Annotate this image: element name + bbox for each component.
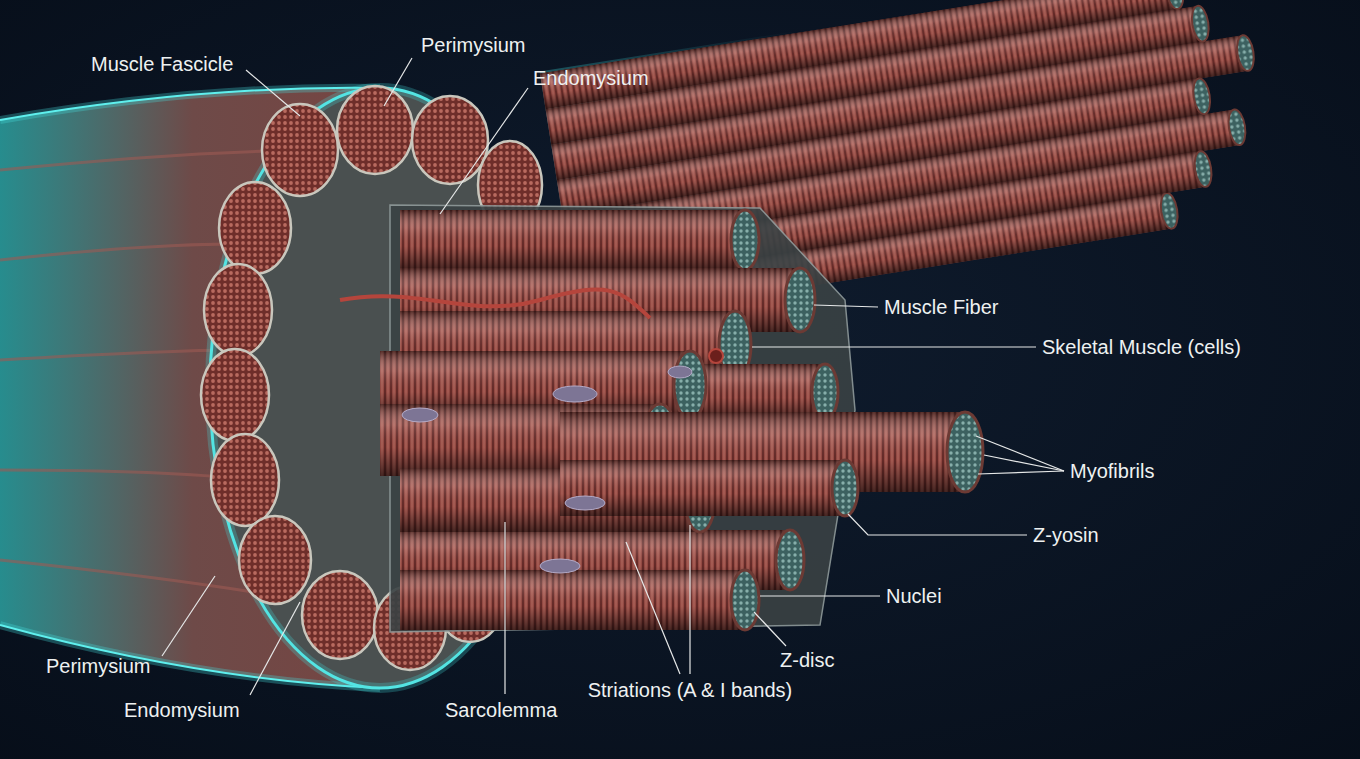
fiber-bundle [1235, 34, 1256, 72]
leader-line [754, 612, 786, 646]
leader-line [384, 58, 412, 106]
leader-line [984, 455, 1064, 471]
leader-line [760, 595, 880, 596]
part-label: Perimysium [421, 33, 525, 57]
fiber-bundle [1226, 108, 1247, 146]
fascicle-section [337, 86, 413, 174]
part-label: Muscle Fascicle [91, 52, 233, 76]
nucleus [553, 386, 597, 402]
part-label: Muscle Fiber [884, 295, 998, 319]
blood-vessel [709, 349, 723, 363]
leader-line [504, 522, 505, 694]
muscle-fiber [832, 460, 858, 516]
leader-line [246, 70, 300, 116]
leader-line [814, 305, 878, 307]
leader-line [162, 576, 215, 656]
part-label: Nuclei [886, 584, 942, 608]
muscle-fiber [380, 210, 983, 630]
part-label: Striations (A & I bands) [588, 678, 793, 702]
fiber-bundle [1158, 192, 1179, 230]
fascicle-section [211, 434, 279, 526]
muscle-fiber [400, 570, 745, 630]
fascicle-section [302, 571, 378, 659]
leader-line [440, 88, 528, 214]
leader-line [250, 602, 300, 695]
muscle-fiber [400, 210, 745, 270]
leader-line [976, 436, 1064, 471]
leader-line [162, 58, 1064, 695]
part-label: Myofibrils [1070, 459, 1154, 483]
part-label: Endomysium [124, 698, 240, 722]
nucleus [402, 366, 692, 573]
part-label: Z-disc [780, 648, 834, 672]
muscle-fiber [731, 210, 759, 270]
muscle-fiber [560, 460, 845, 516]
part-label: Skeletal Muscle (cells) [1042, 335, 1241, 359]
muscle-fiber [560, 460, 845, 516]
part-label: Sarcolemma [445, 698, 557, 722]
nucleus [402, 408, 438, 422]
nucleus [540, 559, 580, 573]
fiber-bundle [1190, 5, 1211, 43]
fascicle-section [262, 104, 338, 196]
fiber-bundle [1192, 150, 1213, 188]
leader-line [848, 514, 1027, 535]
muscle-fiber [400, 570, 745, 630]
part-label: Perimysium [46, 654, 150, 678]
nucleus [565, 496, 605, 510]
muscle-fiber [731, 570, 759, 630]
leader-line [752, 346, 1036, 347]
nucleus [668, 366, 692, 378]
muscle-fiber [400, 210, 745, 270]
fascicle-section [219, 182, 291, 274]
muscle-fiber [947, 412, 983, 492]
blood-vessel [340, 290, 650, 318]
part-label: Z-yosin [1033, 523, 1099, 547]
fiber-bundle [1191, 77, 1212, 115]
muscle-fiber [776, 530, 804, 590]
fascicle-section [201, 349, 269, 441]
fascicle-section [204, 264, 272, 356]
fascicle-section [239, 516, 311, 604]
muscle-fiber [674, 351, 706, 419]
leader-line [626, 542, 680, 674]
leader-line [689, 525, 690, 674]
blood-vessel [340, 290, 723, 363]
muscle-fiber [785, 268, 815, 332]
muscle-fiber [812, 364, 838, 420]
fascicle-section [412, 96, 488, 184]
leader-line [978, 471, 1064, 474]
part-label: Endomysium [533, 66, 649, 90]
